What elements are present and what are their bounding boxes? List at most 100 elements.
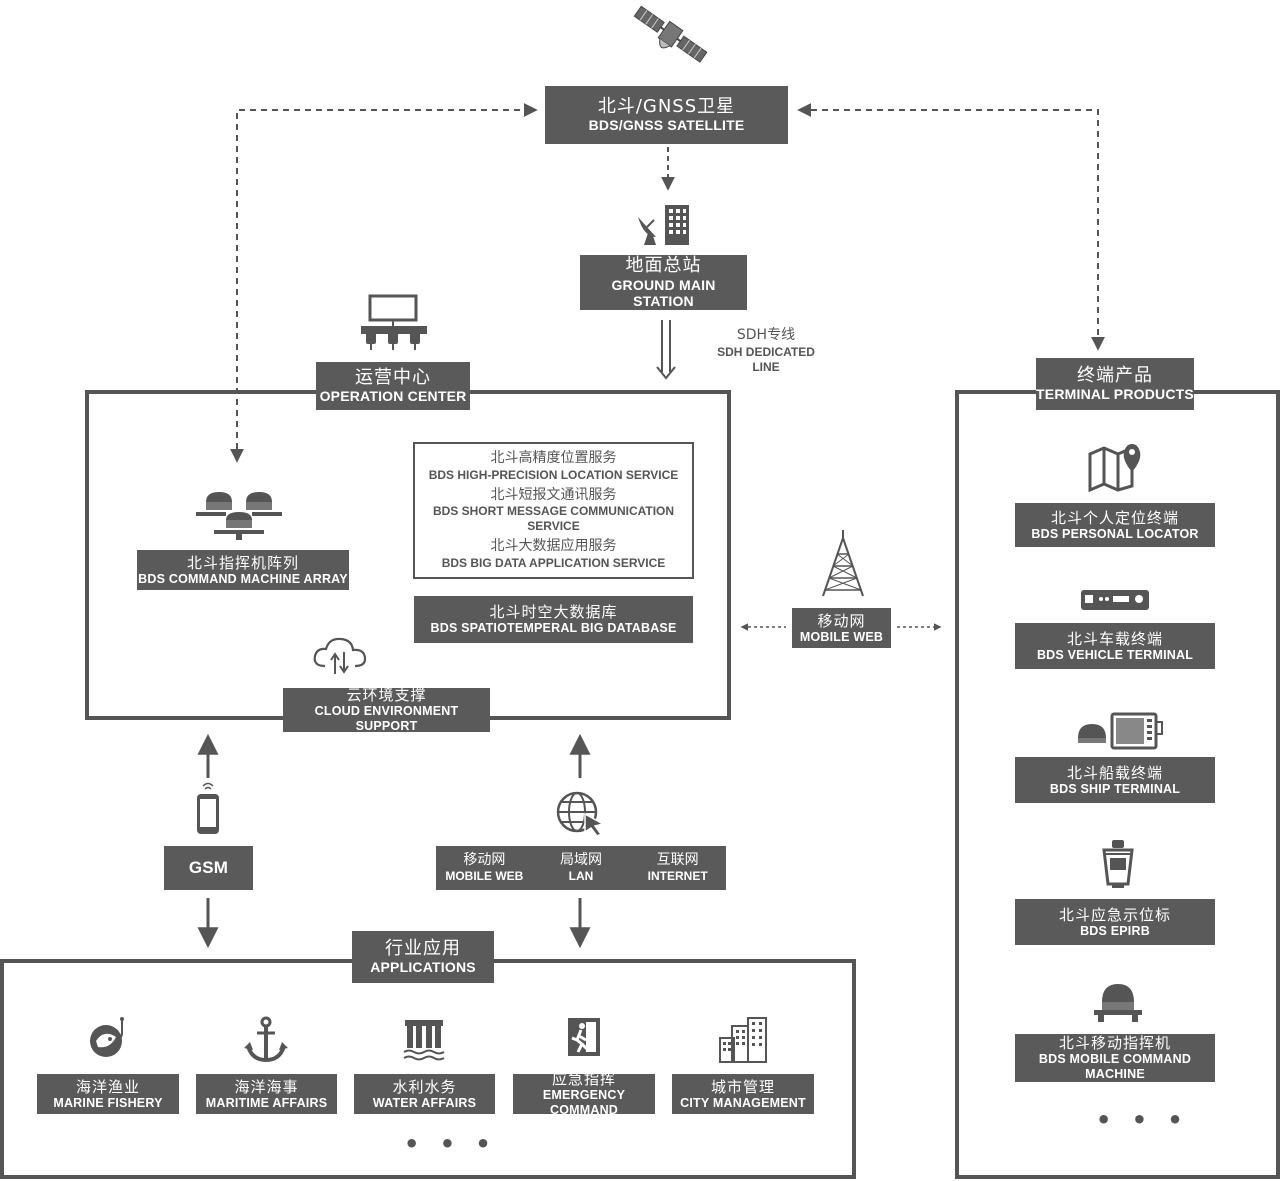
network-lan-cn: 局域网: [560, 852, 602, 869]
gsm-label-text: GSM: [188, 857, 229, 877]
app-maritime-affairs: 海洋海事 MARITIME AFFAIRS: [196, 1074, 337, 1114]
terminal-products-label: 终端产品 TERMINAL PRODUCTS: [1036, 358, 1194, 410]
network-lan: 局域网 LAN: [533, 846, 630, 890]
terminal-mobile-command-en: BDS MOBILE COMMAND MACHINE: [1038, 1052, 1192, 1081]
satellite-label-cn: 北斗/GNSS卫星: [597, 95, 736, 117]
globe-cursor-icon: [555, 790, 607, 837]
terminal-vehicle-cn: 北斗车载终端: [1066, 629, 1163, 648]
database-label-cn: 北斗时空大数据库: [489, 603, 618, 621]
gsm-label: GSM: [164, 846, 253, 890]
satellite-label: 北斗/GNSS卫星 BDS/GNSS SATELLITE: [545, 86, 788, 144]
operation-center-label: 运营中心 OPERATION CENTER: [316, 362, 470, 410]
service-3-en: BDS BIG DATA APPLICATION SERVICE: [441, 555, 666, 570]
terminal-personal-locator-cn: 北斗个人定位终端: [1050, 508, 1179, 527]
app-water-affairs-cn: 水利水务: [392, 1077, 457, 1096]
terminal-ship-en: BDS SHIP TERMINAL: [1049, 781, 1181, 796]
app-city-management-cn: 城市管理: [710, 1077, 775, 1096]
vehicle-terminal-icon: [1079, 588, 1151, 612]
operation-center-label-cn: 运营中心: [355, 366, 431, 388]
emergency-exit-icon: [566, 1016, 602, 1058]
cloud-icon: [311, 634, 369, 680]
database-label: 北斗时空大数据库 BDS SPATIOTEMPERAL BIG DATABASE: [414, 596, 693, 643]
app-emergency-command: 应急指挥 EMERGENCY COMMAND: [513, 1070, 655, 1117]
sdh-line-label: SDH专线 SDH DEDICATED LINE: [706, 327, 826, 375]
terminal-personal-locator: 北斗个人定位终端 BDS PERSONAL LOCATOR: [1015, 503, 1215, 547]
sdh-line-label-cn: SDH专线: [736, 327, 796, 343]
database-label-en: BDS SPATIOTEMPERAL BIG DATABASE: [430, 621, 677, 635]
app-city-management-en: CITY MANAGEMENT: [680, 1095, 806, 1110]
mobile-command-icon: [1092, 978, 1144, 1024]
terminal-products-label-cn: 终端产品: [1077, 364, 1153, 386]
app-marine-fishery: 海洋渔业 MARINE FISHERY: [37, 1074, 179, 1114]
city-buildings-icon: [718, 1014, 770, 1064]
service-2-en: BDS SHORT MESSAGE COMMUNICATION SERVICE: [432, 504, 675, 533]
command-machine-array-icon: [194, 488, 284, 540]
terminal-products-more: • • •: [1096, 1106, 1189, 1134]
cloud-label-en: CLOUD ENVIRONMENT SUPPORT: [314, 704, 459, 733]
network-mobile-web: 移动网 MOBILE WEB: [436, 846, 533, 890]
command-array-label-en: BDS COMMAND MACHINE ARRAY: [138, 571, 348, 586]
command-array-label: 北斗指挥机阵列 BDS COMMAND MACHINE ARRAY: [137, 550, 349, 590]
service-1-cn: 北斗高精度位置服务: [490, 450, 617, 466]
terminal-mobile-command-cn: 北斗移动指挥机: [1058, 1034, 1171, 1052]
applications-label: 行业应用 APPLICATIONS: [352, 931, 494, 983]
app-emergency-command-cn: 应急指挥: [551, 1070, 616, 1088]
app-marine-fishery-cn: 海洋渔业: [75, 1077, 140, 1096]
network-lan-en: LAN: [568, 869, 594, 884]
network-internet: 互联网 INTERNET: [629, 846, 726, 890]
service-3-cn: 北斗大数据应用服务: [490, 538, 617, 554]
network-internet-cn: 互联网: [656, 852, 699, 869]
terminal-personal-locator-en: BDS PERSONAL LOCATOR: [1031, 526, 1199, 541]
app-maritime-affairs-cn: 海洋海事: [234, 1077, 299, 1096]
network-types-bar: 移动网 MOBILE WEB 局域网 LAN 互联网 INTERNET: [436, 846, 726, 890]
cell-tower-icon: [817, 528, 869, 598]
ship-terminal-icon: [1076, 710, 1164, 750]
sdh-line-label-en: SDH DEDICATED LINE: [717, 344, 815, 374]
applications-label-en: APPLICATIONS: [370, 959, 476, 976]
satellite-icon: [628, 0, 712, 70]
network-mobile-web-cn: 移动网: [463, 852, 506, 869]
anchor-icon: [244, 1016, 288, 1064]
service-1-en: BDS HIGH-PRECISION LOCATION SERVICE: [428, 467, 679, 482]
terminal-epirb-cn: 北斗应急示位标: [1058, 905, 1171, 924]
app-city-management: 城市管理 CITY MANAGEMENT: [672, 1074, 814, 1114]
terminal-vehicle-en: BDS VEHICLE TERMINAL: [1036, 647, 1194, 662]
dashed-link-satellite-terminals: [797, 103, 1105, 351]
terminal-mobile-command: 北斗移动指挥机 BDS MOBILE COMMAND MACHINE: [1015, 1034, 1215, 1082]
mobile-web-link-label-en: MOBILE WEB: [799, 629, 884, 644]
terminal-ship: 北斗船载终端 BDS SHIP TERMINAL: [1015, 757, 1215, 803]
network-internet-en: INTERNET: [647, 869, 708, 884]
network-mobile-web-en: MOBILE WEB: [445, 869, 524, 884]
terminal-ship-cn: 北斗船载终端: [1066, 763, 1163, 782]
command-array-label-cn: 北斗指挥机阵列: [186, 553, 299, 572]
ground-station-label: 地面总站 GROUND MAIN STATION: [580, 255, 747, 310]
dam-icon: [402, 1018, 446, 1064]
ground-station-icon: [634, 203, 694, 247]
smartphone-icon: [193, 780, 223, 836]
ground-station-label-cn: 地面总站: [625, 254, 702, 276]
sdh-arrow: [656, 320, 676, 380]
app-maritime-affairs-en: MARITIME AFFAIRS: [205, 1095, 328, 1110]
fish-hook-icon: [86, 1015, 132, 1061]
app-emergency-command-en: EMERGENCY COMMAND: [542, 1088, 626, 1117]
mobile-web-link-label-cn: 移动网: [817, 611, 866, 630]
ground-station-label-en: GROUND MAIN STATION: [611, 276, 716, 310]
cloud-label: 云环境支撑 CLOUD ENVIRONMENT SUPPORT: [283, 686, 490, 733]
terminal-vehicle: 北斗车载终端 BDS VEHICLE TERMINAL: [1015, 623, 1215, 669]
app-water-affairs-en: WATER AFFAIRS: [372, 1095, 477, 1110]
map-pin-icon: [1086, 442, 1146, 493]
mobile-web-link-label: 移动网 MOBILE WEB: [792, 608, 891, 648]
terminal-epirb: 北斗应急示位标 BDS EPIRB: [1015, 899, 1215, 945]
epirb-icon: [1098, 838, 1138, 890]
operation-room-icon: [358, 294, 430, 352]
cloud-label-cn: 云环境支撑: [346, 686, 427, 704]
app-marine-fishery-en: MARINE FISHERY: [53, 1095, 163, 1110]
services-box: 北斗高精度位置服务 BDS HIGH-PRECISION LOCATION SE…: [413, 442, 694, 579]
satellite-label-en: BDS/GNSS SATELLITE: [588, 117, 745, 134]
terminal-epirb-en: BDS EPIRB: [1080, 923, 1150, 938]
service-2-cn: 北斗短报文通讯服务: [490, 486, 617, 503]
app-water-affairs: 水利水务 WATER AFFAIRS: [354, 1074, 495, 1114]
applications-label-cn: 行业应用: [385, 937, 461, 959]
applications-more: • • •: [404, 1130, 497, 1158]
